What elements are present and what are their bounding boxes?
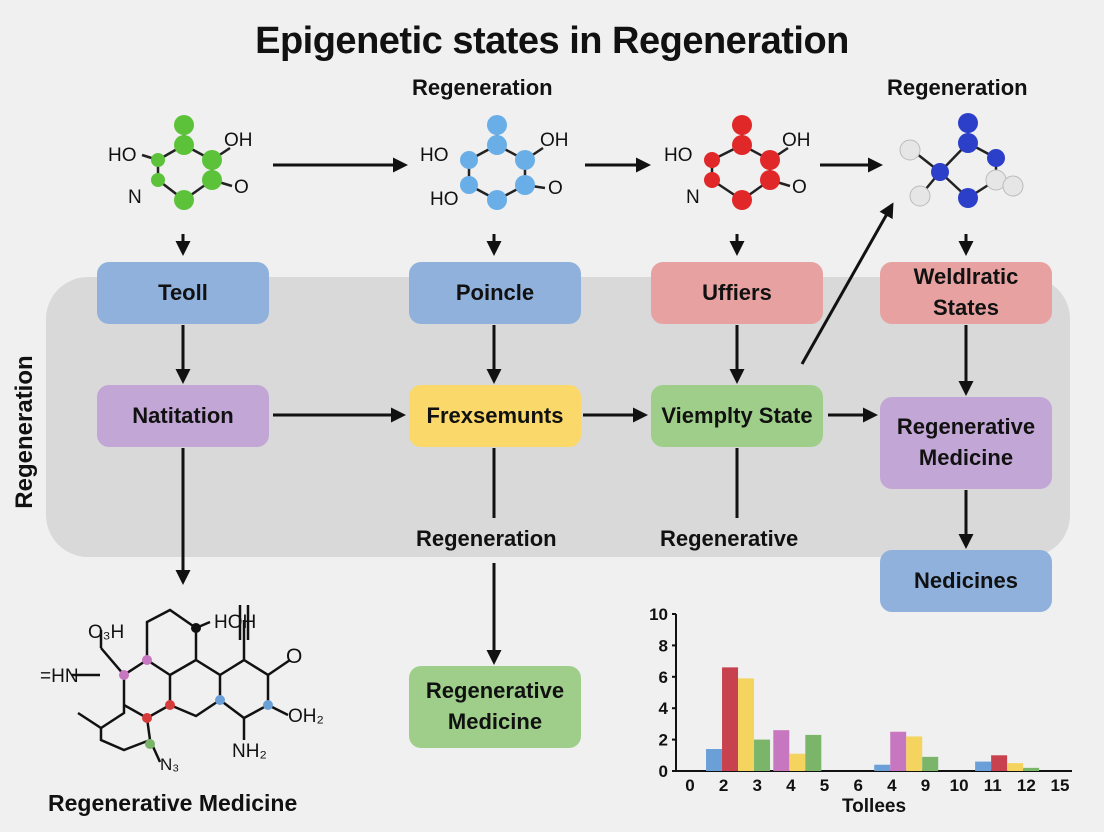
x-tick-label: 10 [950, 776, 969, 795]
x-tick-label: 5 [820, 776, 829, 795]
bar-g2-2 [906, 736, 923, 771]
bar-g2-3 [922, 756, 939, 771]
y-tick-label: 2 [659, 731, 668, 750]
y-tick-label: 8 [659, 636, 668, 655]
diagram-title: Epigenetic states in Regeneration [255, 20, 849, 62]
bar-g1-1 [789, 753, 806, 771]
x-axis-label: Tollees [842, 796, 906, 817]
x-tick-label: 9 [921, 776, 930, 795]
struct-n3: N₃ [160, 755, 179, 774]
struct-oh2: OH₂ [288, 706, 324, 727]
structure-caption: Regenerative Medicine [48, 790, 298, 816]
m1-oh: OH [224, 130, 253, 151]
bar-g1-2 [805, 734, 822, 771]
x-tick-label: 6 [853, 776, 862, 795]
top-label-regeneration-1: Regeneration [412, 75, 553, 100]
m1-o: O [234, 177, 249, 198]
m1-ho: HO [108, 145, 137, 166]
x-tick-label: 0 [685, 776, 694, 795]
y-tick-label: 6 [659, 668, 668, 687]
x-tick-label: 3 [753, 776, 762, 795]
bar-g3-0 [975, 761, 992, 771]
box-teoll: Teoll [97, 262, 269, 324]
struct-o3h: O₃H [88, 622, 124, 643]
box-uffiers: Uffiers [651, 262, 823, 324]
bar-g3-2 [1007, 763, 1024, 771]
top-label-regeneration-2: Regeneration [887, 75, 1028, 100]
x-tick-label: 11 [984, 776, 1002, 795]
bar-g0-1 [722, 667, 739, 771]
x-tick-label: 4 [786, 776, 796, 795]
struct-hn: =HN [40, 666, 79, 687]
m3-ho: HO [664, 145, 693, 166]
bar-g2-0 [874, 764, 891, 771]
mid-label-regeneration: Regeneration [416, 526, 557, 551]
m2-oh: OH [540, 130, 569, 151]
x-tick-label: 12 [1017, 776, 1036, 795]
box-natitation: Natitation [97, 385, 269, 447]
bar-g3-1 [991, 755, 1008, 771]
x-tick-label: 4 [887, 776, 897, 795]
y-tick-label: 0 [659, 762, 668, 781]
box-viemplty: Viemplty State [651, 385, 823, 447]
y-tick-label: 10 [649, 605, 668, 624]
arrow-viemplty-m4 [800, 202, 894, 365]
m2-o: O [548, 178, 563, 199]
box-regen-medicine-mid: Regenerative Medicine [880, 397, 1052, 489]
m3-o: O [792, 177, 807, 198]
m1-n: N [128, 187, 142, 208]
x-tick-label: 2 [719, 776, 728, 795]
mid-label-regenerative: Regenerative [660, 526, 799, 551]
box-nedicines: Nedicines [880, 550, 1052, 612]
bar-g2-1 [890, 731, 907, 771]
bar-g0-2 [738, 678, 755, 771]
y-tick-label: 4 [659, 699, 669, 718]
struct-hoh: HOH [214, 612, 256, 633]
bar-g1-0 [773, 730, 790, 771]
x-tick-label: 15 [1051, 776, 1070, 795]
molecule-1-atoms [151, 115, 222, 210]
box-poincle: Poincle [409, 262, 581, 324]
struct-nh2: NH₂ [232, 741, 267, 762]
m2-ho2: HO [430, 189, 459, 210]
box-frexsemunts: Frexsemunts [409, 385, 581, 447]
bar-g0-3 [754, 739, 771, 771]
box-regen-medicine-bottom: Regenerative Medicine [409, 666, 581, 748]
box-weldlratic: Weldlratic States [880, 262, 1052, 324]
struct-o: O [286, 645, 302, 668]
bar-g3-3 [1023, 767, 1040, 771]
m3-oh: OH [782, 130, 811, 151]
m3-n: N [686, 187, 700, 208]
m2-ho: HO [420, 145, 449, 166]
bar-g0-0 [706, 749, 723, 771]
